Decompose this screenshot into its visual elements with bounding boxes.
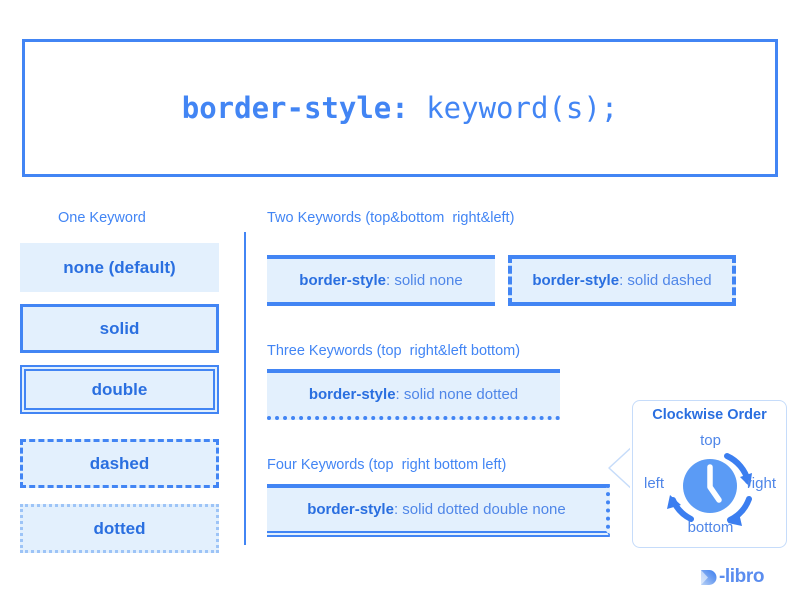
- direction-label-top: top: [700, 432, 721, 449]
- callout-pointer: [608, 444, 635, 492]
- arrow-right-to-bottom: [727, 496, 752, 526]
- section-label-two-keywords: Two Keywords (top&bottom right&left): [267, 210, 515, 226]
- header-value: keyword(s);: [408, 91, 619, 125]
- example-box-solid-dashed: border-style: solid dashed: [508, 255, 736, 306]
- header-property: border-style:: [181, 91, 409, 125]
- brand-logo: -libro: [698, 566, 764, 588]
- demo-box-double: double: [20, 365, 219, 414]
- header-code-snippet: border-style: keyword(s);: [182, 91, 619, 125]
- header-banner: border-style: keyword(s);: [22, 39, 778, 177]
- clock-icon: [667, 453, 752, 526]
- arrow-top-to-right: [724, 453, 752, 487]
- section-label-three-keywords: Three Keywords (top right&left bottom): [267, 343, 521, 359]
- example-property: border-style: [532, 272, 620, 289]
- example-value: : solid none: [385, 272, 463, 289]
- example-property: border-style: [299, 272, 386, 289]
- demo-box-solid: solid: [20, 304, 219, 353]
- example-box-solid-none-dotted: border-style: solid none dotted: [267, 369, 560, 420]
- demo-box-none: none (default): [20, 243, 219, 292]
- demo-box-dashed: dashed: [20, 439, 219, 488]
- section-label-four-keywords: Four Keywords (top right bottom left): [267, 457, 507, 473]
- section-label-one-keyword: One Keyword: [58, 210, 146, 226]
- example-box-solid-none: border-style: solid none: [267, 255, 495, 306]
- example-value: : solid dotted double none: [393, 501, 566, 518]
- demo-box-dotted: dotted: [20, 504, 219, 553]
- example-box-solid-dotted-double-none: border-style: solid dotted double none: [267, 484, 610, 537]
- arrow-bottom-to-left: [667, 495, 694, 522]
- example-property: border-style: [307, 501, 394, 518]
- direction-label-bottom: bottom: [687, 519, 734, 536]
- example-value: : solid none dotted: [395, 386, 519, 403]
- callout-title: Clockwise Order: [652, 407, 767, 423]
- column-divider: [244, 232, 246, 545]
- logo-wordmark: -libro: [719, 566, 765, 587]
- example-value: : solid dashed: [619, 272, 712, 289]
- d-mark-icon: [701, 569, 717, 585]
- direction-label-right: right: [746, 475, 776, 492]
- direction-label-left: left: [644, 475, 665, 492]
- example-property: border-style: [308, 386, 396, 403]
- clockwise-order-callout: Clockwise Order top right bottom left: [632, 400, 787, 548]
